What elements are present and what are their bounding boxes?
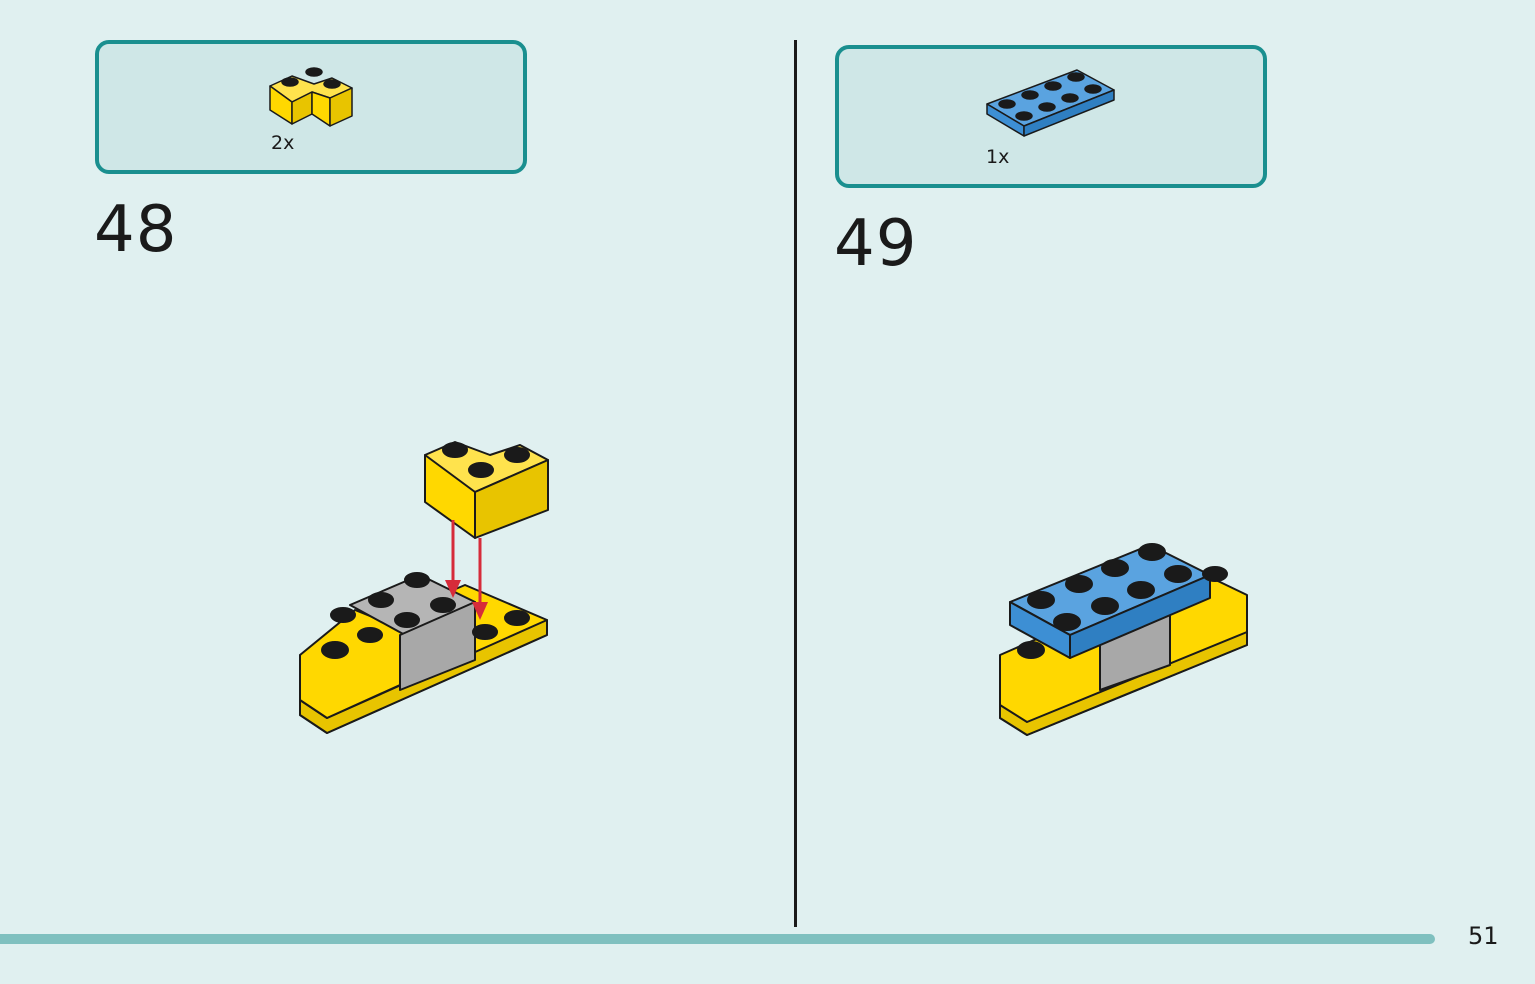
blue-2x4-plate-icon — [986, 69, 1115, 137]
step-number-48: 48 — [94, 193, 178, 267]
page-number: 51 — [1468, 922, 1499, 950]
part-quantity-step-49: 1x — [986, 146, 1010, 168]
part-quantity-step-48: 2x — [271, 132, 295, 154]
step-48-build-illustration — [299, 441, 549, 734]
step-49-build-illustration — [999, 543, 1248, 736]
progress-bar — [0, 934, 1435, 944]
step-number-49: 49 — [834, 207, 918, 281]
yellow-corner-brick-icon — [269, 67, 353, 127]
page-divider — [794, 40, 797, 927]
